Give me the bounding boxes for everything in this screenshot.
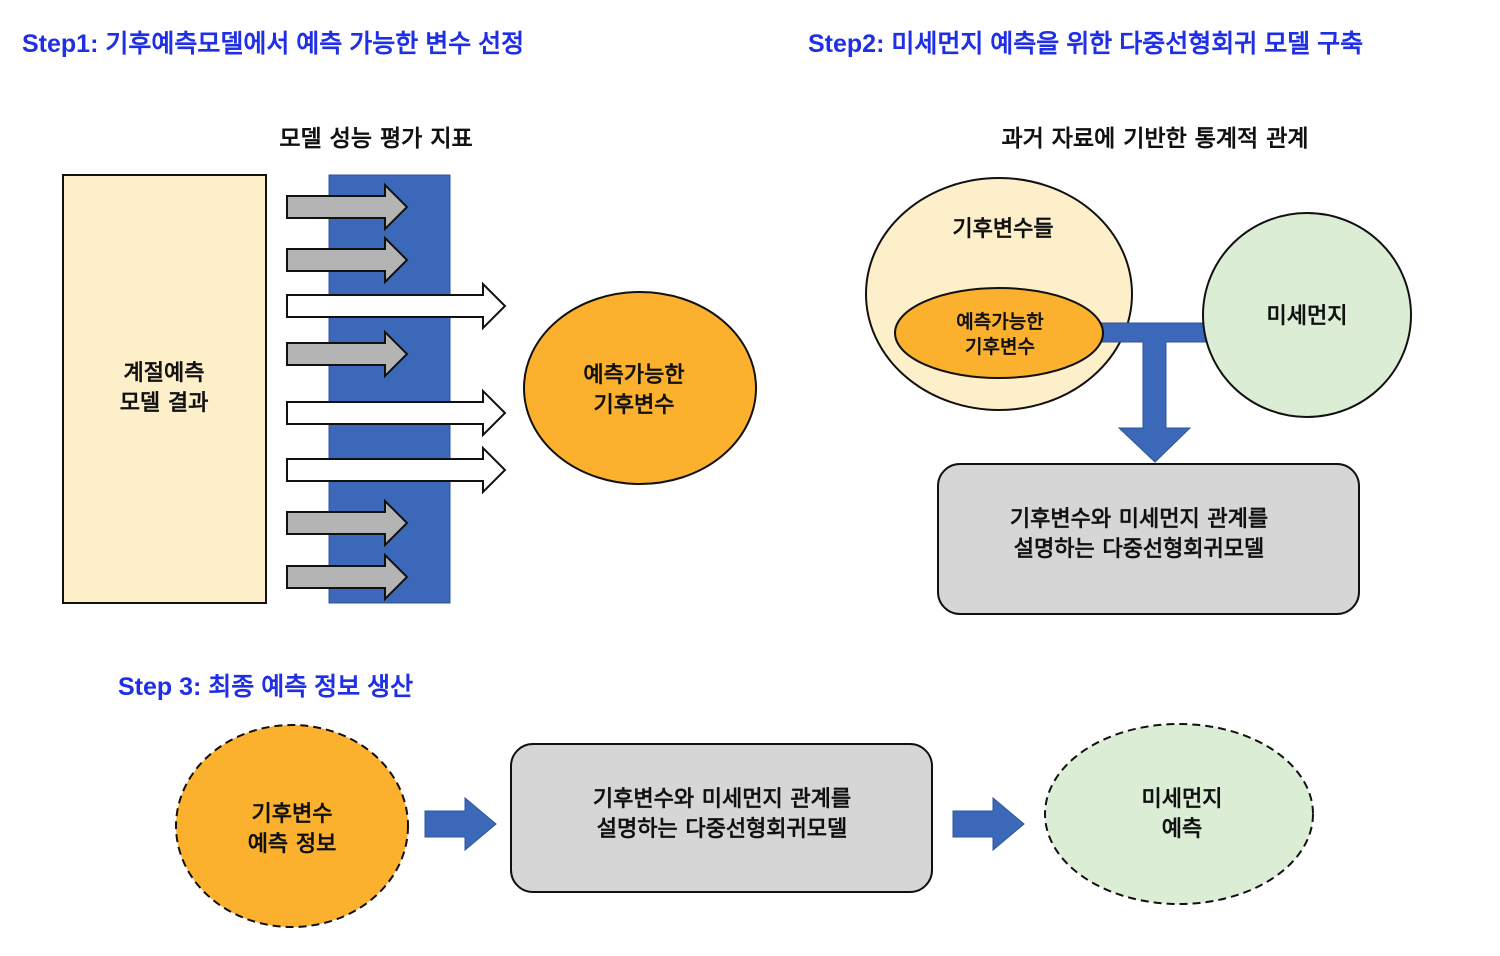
step1-subtitle: 모델 성능 평가 지표: [279, 126, 472, 152]
filtered-variable-arrow: [286, 498, 409, 548]
filtered-variable-arrow: [286, 552, 409, 602]
step2-subtitle: 과거 자료에 기반한 통계적 관계: [1001, 126, 1308, 152]
step3-title: Step 3: 최종 예측 정보 생산: [118, 673, 413, 701]
passed-variable-arrow: [286, 388, 507, 438]
predictable-vars-ellipse: [523, 291, 757, 485]
step2-title: Step2: 미세먼지 예측을 위한 다중선형회귀 모델 구축: [808, 30, 1363, 58]
predictable-vars-label-2: 기후변수: [594, 393, 675, 418]
step3-regression-label-1: 기후변수와 미세먼지 관계를: [593, 787, 851, 812]
predictable-climate-vars-ellipse: [894, 287, 1104, 379]
passed-variable-arrow: [286, 445, 507, 495]
filter-arrows: [286, 182, 507, 602]
fine-dust-forecast-label-2: 예측: [1162, 817, 1202, 842]
predictable-climate-vars-label-1: 예측가능한: [956, 311, 1044, 333]
seasonal-model-label-2: 모델 결과: [120, 391, 209, 416]
regression-model-box: [937, 463, 1360, 615]
step3-regression-label-2: 설명하는 다중선형회귀모델: [597, 817, 848, 842]
filtered-variable-arrow: [286, 329, 409, 379]
right-arrow-icon: [952, 796, 1025, 852]
fine-dust-label: 미세먼지: [1267, 304, 1348, 329]
right-arrow-icon: [424, 796, 497, 852]
climate-forecast-label-2: 예측 정보: [248, 832, 337, 857]
filtered-variable-arrow: [286, 182, 409, 232]
filtered-variable-arrow: [286, 235, 409, 285]
regression-model-label-1: 기후변수와 미세먼지 관계를: [1010, 507, 1268, 532]
climate-forecast-label-1: 기후변수: [252, 802, 333, 827]
fine-dust-forecast-label-1: 미세먼지: [1142, 787, 1223, 812]
fine-dust-forecast-ellipse: [1044, 723, 1314, 905]
seasonal-model-box: [62, 174, 267, 604]
passed-variable-arrow: [286, 281, 507, 331]
predictable-climate-vars-label-2: 기후변수: [965, 336, 1035, 358]
fine-dust-circle: [1202, 212, 1412, 418]
predictable-vars-label-1: 예측가능한: [583, 363, 684, 388]
climate-forecast-ellipse: [175, 724, 409, 928]
step1-title: Step1: 기후예측모델에서 예측 가능한 변수 선정: [22, 30, 524, 58]
seasonal-model-label-1: 계절예측: [124, 361, 205, 386]
step3-regression-model-box: [510, 743, 933, 893]
climate-vars-label: 기후변수들: [952, 217, 1053, 242]
regression-model-label-2: 설명하는 다중선형회귀모델: [1014, 537, 1265, 562]
